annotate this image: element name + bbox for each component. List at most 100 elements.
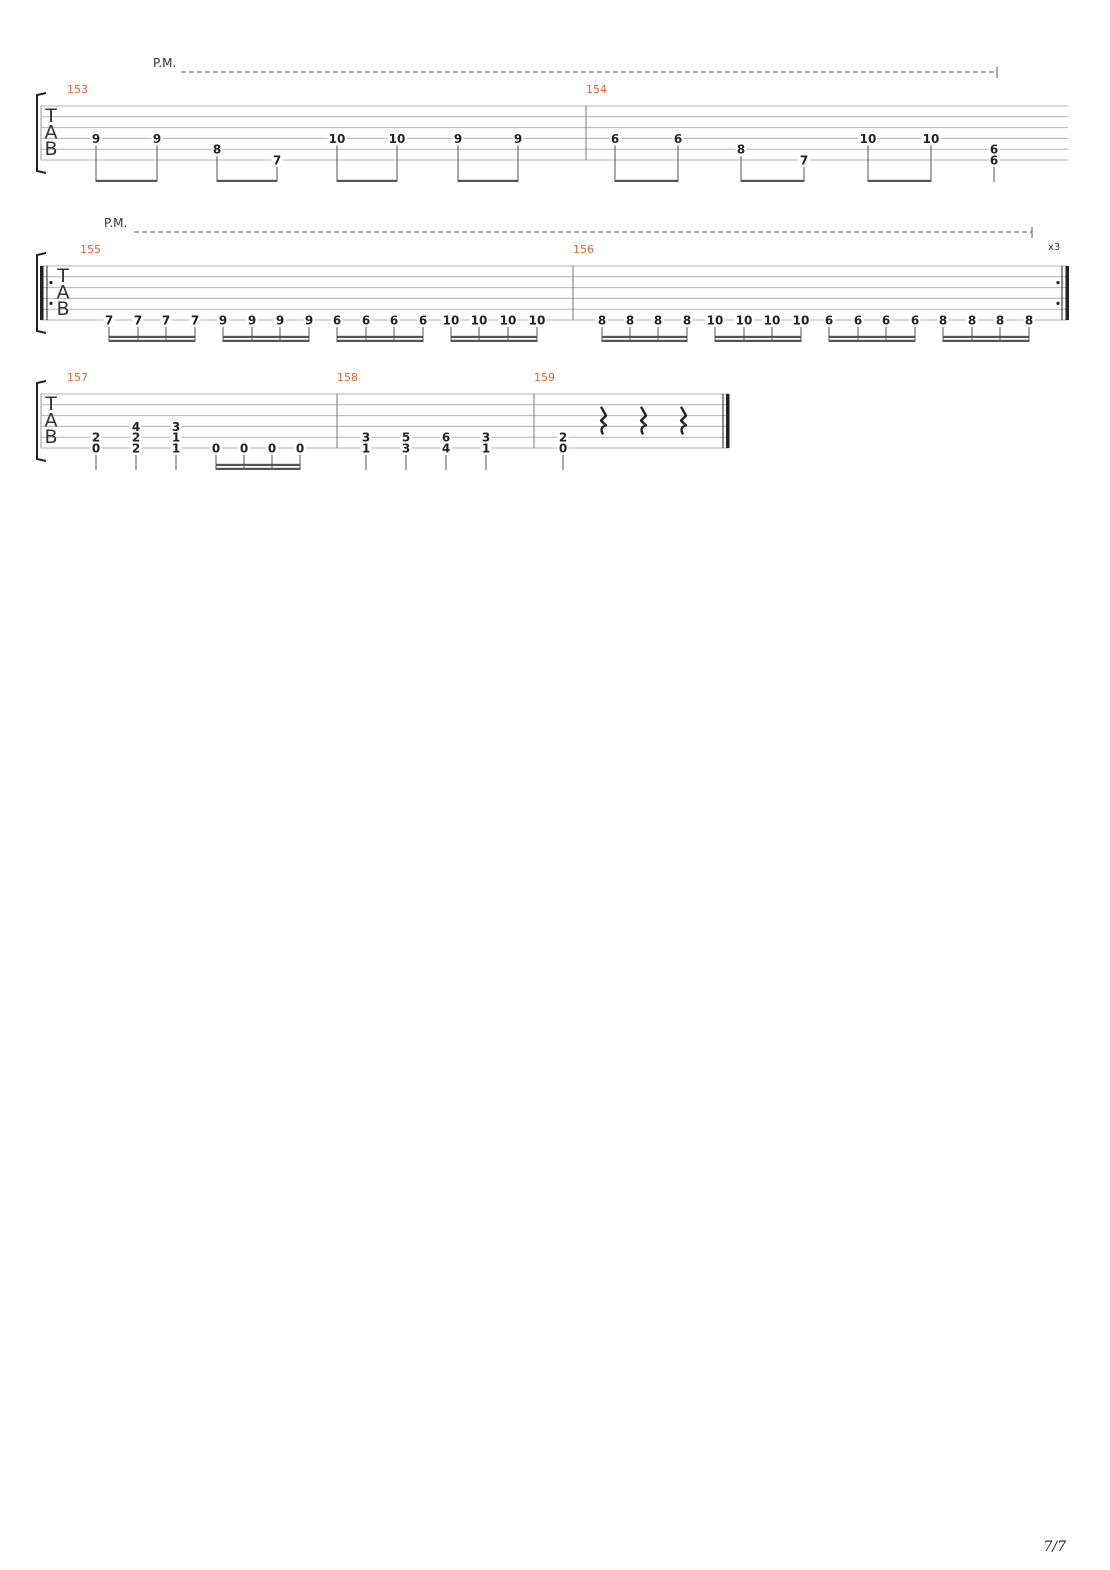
fret-knockout: [417, 314, 429, 326]
note-beam: [451, 339, 537, 342]
fret-number: 6: [442, 431, 450, 445]
fret-number: 10: [764, 314, 781, 328]
fret-knockout: [596, 314, 608, 326]
fret-number: 9: [454, 132, 462, 146]
fret-number: 8: [598, 314, 606, 328]
fret-number: 10: [471, 314, 488, 328]
fret-number: 8: [683, 314, 691, 328]
fret-number: 10: [860, 132, 877, 146]
fret-knockout: [387, 132, 407, 145]
fret-number: 6: [882, 314, 890, 328]
fret-knockout: [441, 314, 461, 326]
note-beam: [223, 335, 309, 338]
tab-clef-letter: B: [44, 138, 57, 160]
fret-number: 9: [276, 314, 284, 328]
fret-number: 0: [92, 442, 100, 456]
fret-knockout: [238, 442, 250, 454]
fret-number: 0: [212, 442, 220, 456]
measure-number: 157: [67, 371, 88, 384]
repeat-count: x3: [1048, 242, 1060, 253]
fret-number: 3: [482, 431, 490, 445]
note-beam: [615, 179, 678, 182]
fret-number: 0: [240, 442, 248, 456]
fret-number: 2: [559, 431, 567, 445]
fret-knockout: [103, 314, 115, 326]
measure-number: 159: [534, 371, 555, 384]
fret-knockout: [609, 132, 621, 145]
fret-knockout: [90, 132, 102, 145]
measure-number: 156: [573, 243, 594, 256]
note-beam: [223, 339, 309, 342]
quarter-rest-symbol: [639, 406, 648, 435]
fret-number: 10: [389, 132, 406, 146]
fret-knockout: [798, 154, 810, 166]
fret-number: 1: [172, 431, 180, 445]
fret-knockout: [130, 420, 142, 433]
fret-knockout: [880, 314, 892, 326]
fret-number: 6: [854, 314, 862, 328]
measure-number: 154: [586, 83, 607, 96]
fret-knockout: [160, 314, 172, 326]
fret-knockout: [217, 314, 229, 326]
fret-number: 9: [305, 314, 313, 328]
fret-number: 10: [923, 132, 940, 146]
fret-knockout: [170, 420, 182, 433]
final-thick-line: [726, 394, 730, 448]
fret-number: 2: [92, 431, 100, 445]
fret-knockout: [681, 314, 693, 326]
fret-knockout: [271, 154, 283, 166]
fret-knockout: [246, 314, 258, 326]
fret-number: 7: [162, 314, 170, 328]
repeat-end-thick-line: [1065, 266, 1069, 320]
fret-number: 2: [132, 442, 140, 456]
fret-number: 0: [296, 442, 304, 456]
fret-number: 6: [911, 314, 919, 328]
repeat-dot: [1056, 281, 1060, 285]
system-bracket: [36, 252, 47, 334]
fret-number: 8: [996, 314, 1004, 328]
fret-number: 8: [968, 314, 976, 328]
fret-number: 3: [172, 420, 180, 434]
fret-knockout: [130, 431, 142, 444]
note-beam: [458, 179, 518, 182]
measure-number: 158: [337, 371, 358, 384]
measure: 159 20: [533, 371, 688, 470]
fret-knockout: [170, 431, 182, 444]
fret-knockout: [400, 431, 412, 444]
fret-number: 6: [825, 314, 833, 328]
fret-number: 10: [500, 314, 517, 328]
note-beam: [337, 335, 423, 338]
repeat-dot: [49, 281, 53, 285]
fret-number: 10: [707, 314, 724, 328]
fret-knockout: [90, 442, 102, 454]
fret-number: 0: [559, 442, 567, 456]
note-beam: [868, 179, 931, 182]
fret-knockout: [452, 132, 464, 145]
quarter-rest-symbol: [679, 406, 688, 435]
fret-number: 10: [443, 314, 460, 328]
fret-number: 5: [402, 431, 410, 445]
fret-knockout: [672, 132, 684, 145]
note-beam: [602, 335, 687, 338]
fret-knockout: [303, 314, 315, 326]
note-beam: [715, 335, 801, 338]
note-beam: [943, 335, 1029, 338]
fret-number: 8: [737, 143, 745, 157]
quarter-rest-symbol: [599, 406, 608, 435]
fret-number: 9: [248, 314, 256, 328]
measure-number: 153: [67, 83, 88, 96]
fret-number: 7: [800, 154, 808, 168]
fret-knockout: [331, 314, 343, 326]
note-beam: [216, 467, 300, 470]
fret-knockout: [791, 314, 811, 326]
repeat-start-thick-line: [40, 266, 44, 320]
fret-knockout: [294, 442, 306, 454]
fret-knockout: [858, 132, 878, 145]
tab-clef-letter: A: [45, 410, 58, 432]
fret-knockout: [130, 442, 142, 454]
